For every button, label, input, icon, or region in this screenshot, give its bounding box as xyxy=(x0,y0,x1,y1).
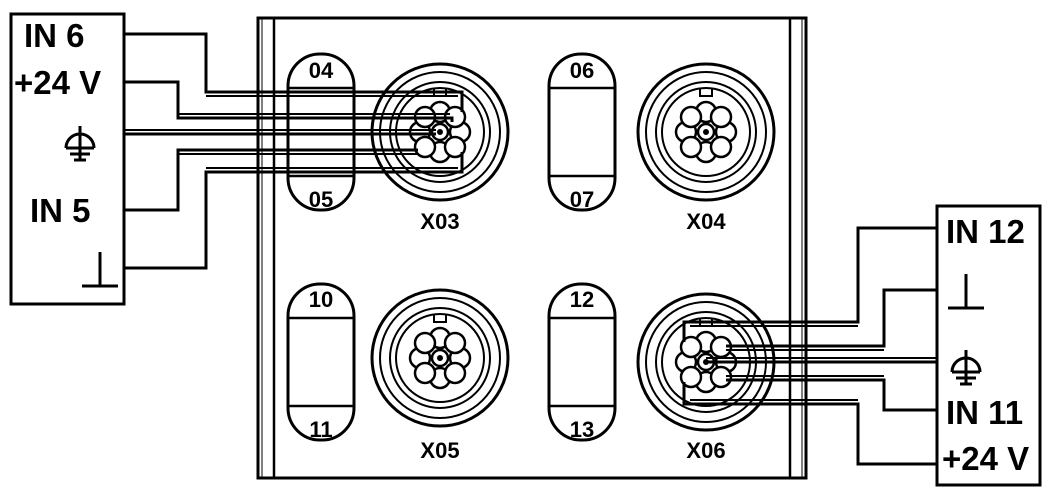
ground-icon-right xyxy=(948,274,984,310)
led-label-04: 04 xyxy=(309,58,334,83)
wires-left xyxy=(124,32,464,270)
led-label-13: 13 xyxy=(570,417,594,442)
port-label-x06: X06 xyxy=(686,438,725,463)
led-label-07: 07 xyxy=(570,187,594,212)
cable-sheath-right xyxy=(690,325,937,401)
left-label-in5: IN 5 xyxy=(30,192,91,229)
left-terminal-block xyxy=(9,12,126,306)
left-label-in6: IN 6 xyxy=(24,17,85,54)
led-label-05: 05 xyxy=(309,187,333,212)
left-label-plus24: +24 V xyxy=(14,64,101,101)
right-label-in12: IN 12 xyxy=(946,213,1025,250)
led-label-06: 06 xyxy=(570,58,594,83)
port-label-x04: X04 xyxy=(686,209,726,234)
cable-sheath-left xyxy=(124,95,458,169)
right-terminal-block xyxy=(935,204,1042,487)
port-label-x05: X05 xyxy=(420,438,459,463)
wires-right xyxy=(682,226,937,466)
right-label-plus24: +24 V xyxy=(942,440,1029,477)
connector-x04 xyxy=(636,62,776,202)
connector-x03 xyxy=(370,62,510,202)
right-label-in11: IN 11 xyxy=(946,394,1023,431)
led-label-11: 11 xyxy=(309,417,332,442)
connector-x05 xyxy=(370,288,510,428)
ground-icon xyxy=(82,252,118,288)
led-label-10: 10 xyxy=(309,287,333,312)
led-label-12: 12 xyxy=(570,287,594,312)
port-label-x03: X03 xyxy=(420,209,459,234)
